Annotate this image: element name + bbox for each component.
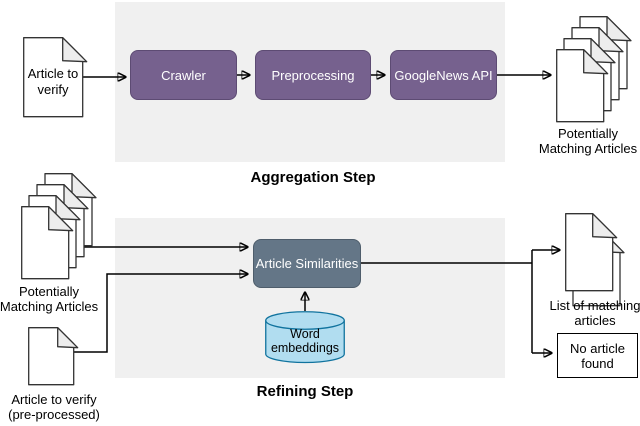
source-article-label: Article to verify — [23, 37, 83, 117]
match-list-label: List of matching articles — [515, 298, 640, 328]
match-list-line1: List of matching — [549, 298, 640, 313]
aggregation-step-title: Aggregation Step — [250, 169, 376, 186]
refining-step-title: Refining Step — [256, 383, 354, 400]
preprocessed-article-line2: (pre-processed) — [8, 407, 100, 422]
no-article-found-line2: found — [581, 355, 614, 371]
node-preprocessing: Preprocessing — [255, 50, 371, 100]
potentially-matching-top-label: Potentially Matching Articles — [508, 126, 640, 156]
node-crawler: Crawler — [130, 50, 237, 100]
potentially-matching-top-line2: Matching Articles — [538, 141, 638, 156]
preprocessed-article-label: Article to verify (pre-processed) — [0, 392, 134, 422]
database-icon — [265, 311, 345, 364]
node-crawler-label: Crawler — [161, 67, 206, 83]
node-googlenews-api-label: GoogleNews API — [394, 67, 493, 83]
node-article-similarities-label: Article Similarities — [255, 256, 359, 271]
no-article-found-box: No article found — [557, 333, 638, 378]
source-article-line1: Article to — [27, 66, 79, 81]
word-embeddings-line1: Word — [290, 326, 320, 341]
potentially-matching-bottom-line2: Matching Articles — [0, 299, 99, 314]
preprocessed-article-line1: Article to verify — [11, 392, 97, 407]
connector-doc-to-similarities — [73, 274, 248, 353]
document-icon — [23, 37, 88, 118]
potentially-matching-top-line1: Potentially — [558, 126, 618, 141]
node-preprocessing-label: Preprocessing — [271, 67, 355, 83]
match-list-line2: articles — [574, 313, 616, 328]
node-googlenews-api: GoogleNews API — [390, 50, 497, 100]
node-article-similarities: Article Similarities — [253, 239, 361, 288]
documents-stack-icon — [556, 16, 632, 123]
word-embeddings-label: Word embeddings — [265, 311, 345, 363]
documents-stack-icon — [21, 173, 97, 280]
source-article-line2: verify — [37, 82, 69, 97]
word-embeddings-line2: embeddings — [270, 340, 340, 355]
potentially-matching-bottom-line1: Potentially — [19, 284, 79, 299]
document-icon — [28, 327, 79, 386]
potentially-matching-bottom-label: Potentially Matching Articles — [0, 284, 129, 314]
no-article-found-line1: No article — [570, 340, 625, 356]
document-pair-icon — [565, 213, 625, 307]
